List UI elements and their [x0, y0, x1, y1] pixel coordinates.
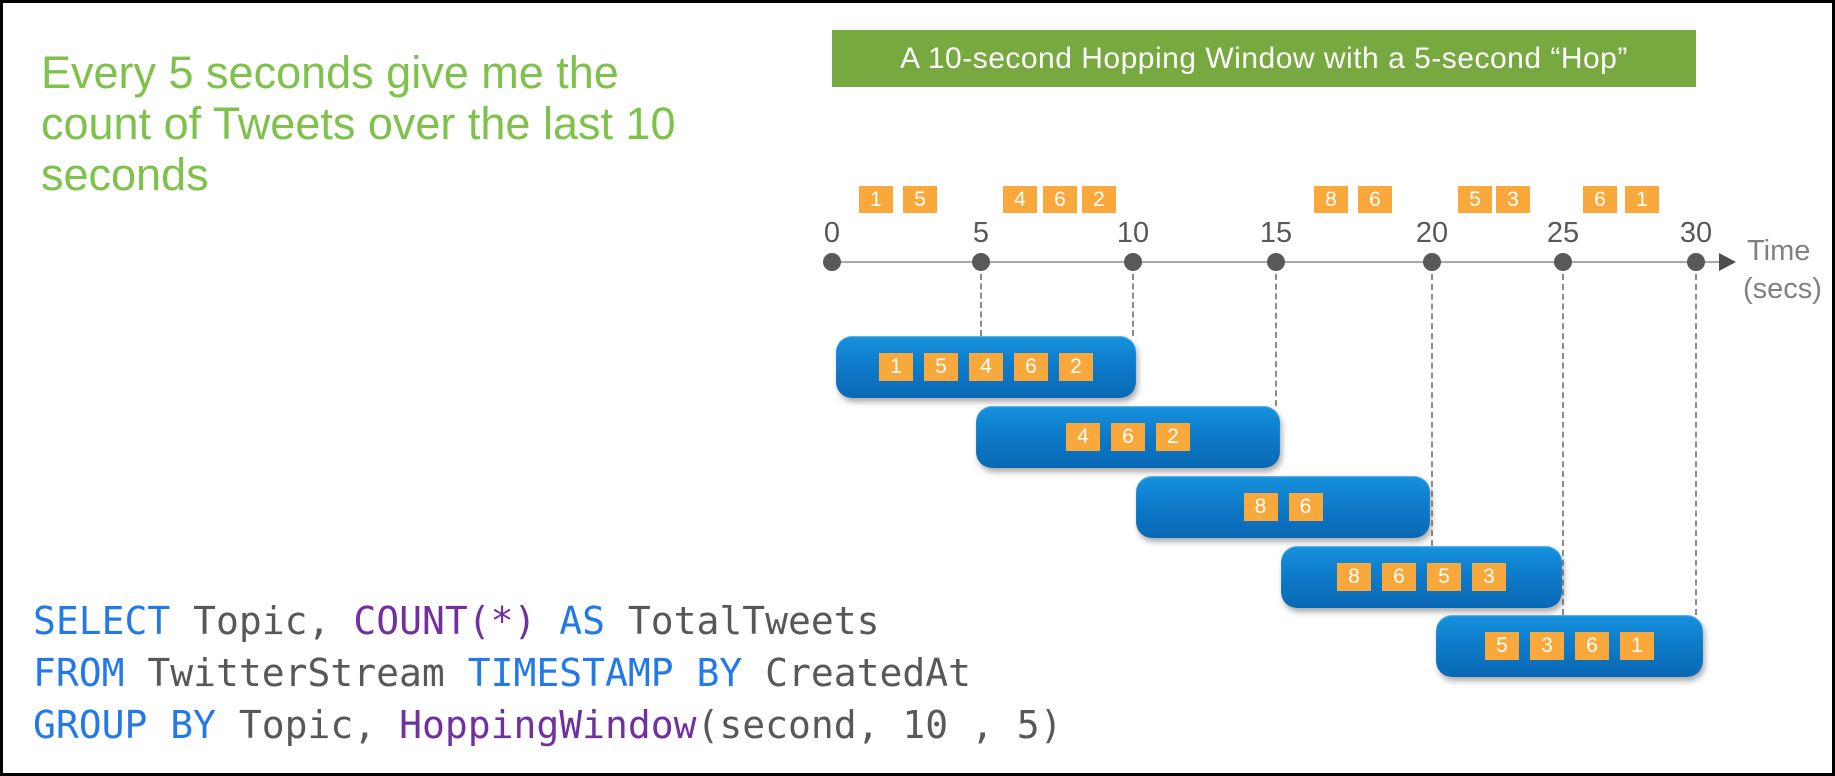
window-event-box: 4 [969, 353, 1003, 381]
code-token: Topic, [216, 703, 400, 747]
window-event-box: 6 [1382, 563, 1416, 591]
window-event-box: 4 [1066, 423, 1100, 451]
window-event-box: 8 [1243, 493, 1278, 521]
window-event-box: 6 [1575, 632, 1609, 660]
window-event-box: 1 [1620, 632, 1654, 660]
tick-label: 0 [823, 217, 841, 249]
code-token [536, 599, 559, 643]
tick-label: 5 [972, 217, 990, 249]
timeline-event-box: 5 [1458, 186, 1492, 213]
timeline-event-box: 5 [903, 186, 937, 213]
tick-drop-line [1275, 274, 1277, 406]
code-token: (second, 10 , 5) [696, 703, 1063, 747]
timeline-event-box: 1 [1625, 186, 1659, 213]
timeline-event-box: 6 [1043, 186, 1077, 213]
timeline-event-box: 3 [1496, 186, 1530, 213]
code-line: SELECT Topic, COUNT(*) AS TotalTweets [33, 595, 1063, 647]
tick-label: 10 [1116, 217, 1150, 249]
tick-drop-line [1132, 274, 1134, 336]
window-event-box: 8 [1337, 563, 1371, 591]
tick-dot [823, 253, 841, 271]
headline-line-3: seconds [41, 149, 209, 200]
tick-drop-line [1431, 274, 1433, 546]
timeline-event-box: 2 [1082, 186, 1116, 213]
timeline-event-box: 6 [1358, 186, 1392, 213]
code-line: FROM TwitterStream TIMESTAMP BY CreatedA… [33, 647, 1063, 699]
tick-drop-line [1562, 274, 1564, 615]
tick-dot [1423, 253, 1441, 271]
headline: Every 5 seconds give me the count of Twe… [41, 47, 676, 200]
tick-drop-line [1695, 274, 1697, 615]
banner-title: A 10-second Hopping Window with a 5-seco… [832, 30, 1696, 87]
code-token: COUNT(*) [353, 599, 537, 643]
timeline-event-box: 8 [1314, 186, 1348, 213]
window-event-box: 3 [1530, 632, 1564, 660]
code-token: TwitterStream [124, 651, 468, 695]
window-event-box: 6 [1288, 493, 1323, 521]
code-token: CreatedAt [742, 651, 972, 695]
timeline-event-box: 1 [859, 186, 893, 213]
time-axis-label: Time [1747, 235, 1811, 267]
tick-label: 15 [1259, 217, 1293, 249]
window-event-box: 6 [1111, 423, 1145, 451]
code-token: TIMESTAMP BY [467, 651, 743, 695]
tick-label: 30 [1679, 217, 1713, 249]
code-token: TotalTweets [605, 599, 880, 643]
tick-label: 25 [1546, 217, 1580, 249]
time-axis-arrow-icon [1719, 253, 1736, 271]
tick-dot [1267, 253, 1285, 271]
tick-dot [1124, 253, 1142, 271]
code-token: AS [559, 599, 605, 643]
headline-line-1: Every 5 seconds give me the [41, 47, 619, 98]
window-event-box: 2 [1156, 423, 1190, 451]
code-token: Topic, [170, 599, 354, 643]
tick-drop-line [980, 274, 982, 336]
code-token: FROM [33, 651, 125, 695]
window-event-box: 5 [1427, 563, 1461, 591]
window-event-box: 2 [1059, 353, 1093, 381]
code-token: HoppingWindow [399, 703, 697, 747]
timeline-event-box: 6 [1583, 186, 1617, 213]
code-token: GROUP BY [33, 703, 217, 747]
window-event-box: 5 [924, 353, 958, 381]
tick-dot [972, 253, 990, 271]
timeline-event-box: 4 [1003, 186, 1037, 213]
window-event-box: 6 [1014, 353, 1048, 381]
window-event-box: 1 [879, 353, 913, 381]
code-token: SELECT [33, 599, 171, 643]
tick-dot [1687, 253, 1705, 271]
tick-dot [1554, 253, 1572, 271]
tick-label: 20 [1415, 217, 1449, 249]
window-event-box: 3 [1472, 563, 1506, 591]
code-line: GROUP BY Topic, HoppingWindow(second, 10… [33, 699, 1063, 751]
window-event-box: 5 [1485, 632, 1519, 660]
time-axis-unit-label: (secs) [1743, 273, 1822, 305]
headline-line-2: count of Tweets over the last 10 [41, 98, 676, 149]
